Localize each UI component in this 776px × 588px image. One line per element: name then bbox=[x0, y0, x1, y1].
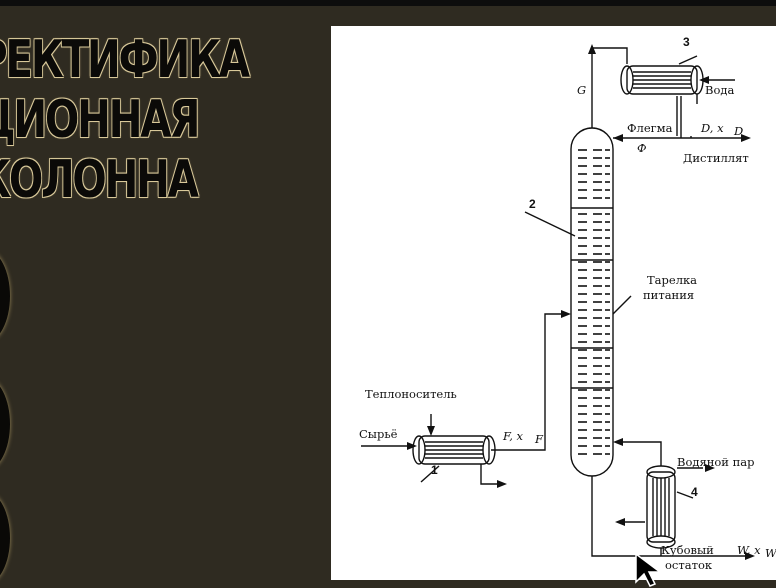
arrow-reflux-icon bbox=[613, 134, 623, 142]
flow-arrows bbox=[407, 76, 755, 560]
label-teplonositel: Теплоноситель bbox=[365, 387, 457, 401]
title-line-3: КОЛОННА bbox=[0, 150, 199, 210]
label-feed: F, x bbox=[502, 429, 523, 443]
label-syrye: Сырьё bbox=[359, 427, 398, 441]
number-column: 2 bbox=[529, 197, 536, 211]
distillation-diagram: Теплоноситель Сырьё F, x F G Вода Флегма… bbox=[359, 35, 776, 572]
label-bottoms-flow: W, x bbox=[737, 543, 761, 557]
arrow-steam-in-icon bbox=[705, 464, 715, 472]
label-kubovy: Кубовый bbox=[661, 543, 714, 557]
label-feed-sub: F bbox=[534, 432, 544, 446]
top-bar bbox=[0, 0, 776, 6]
label-g: G bbox=[577, 83, 586, 97]
diagram-panel: Теплоноситель Сырьё F, x F G Вода Флегма… bbox=[331, 26, 776, 580]
arrow-heat-in-icon bbox=[427, 426, 435, 436]
arrow-water-in-icon bbox=[699, 76, 709, 84]
arrow-feed-icon bbox=[561, 310, 571, 318]
number-condenser: 3 bbox=[683, 35, 690, 49]
bullet-icon bbox=[0, 492, 10, 584]
arrow-raw-icon bbox=[407, 442, 417, 450]
arrow-bottoms-icon bbox=[745, 552, 755, 560]
label-pitaniya: питания bbox=[643, 288, 694, 302]
number-reboiler: 4 bbox=[691, 485, 698, 499]
label-flegma: Флегма bbox=[627, 121, 673, 135]
label-tarelka: Тарелка bbox=[647, 273, 697, 287]
label-bottoms-sub: W bbox=[765, 546, 776, 560]
vapor-arrow-icon bbox=[588, 44, 596, 54]
slide-title: РЕКТИФИКА ЦИОННАЯ КОЛОННА bbox=[0, 30, 250, 210]
arrow-condensate-icon bbox=[615, 518, 625, 526]
condenser-shell bbox=[626, 65, 698, 95]
label-vodyanoy-par: Водяной пар bbox=[677, 455, 755, 469]
label-distillate-sub: D bbox=[733, 124, 743, 138]
label-ostatok: остаток bbox=[665, 558, 713, 572]
label-phi: Ф bbox=[637, 141, 647, 155]
arrow-heat-out-icon bbox=[497, 480, 507, 488]
arrow-distillate-icon bbox=[741, 134, 751, 142]
label-distillyat: Дистиллят bbox=[683, 151, 749, 165]
column-trays bbox=[571, 149, 613, 455]
mouse-cursor-icon bbox=[635, 552, 663, 587]
bullet-icon bbox=[0, 378, 10, 470]
arrow-vapor-return-icon bbox=[613, 438, 623, 446]
title-line-1: РЕКТИФИКА bbox=[0, 30, 250, 90]
label-voda: Вода bbox=[705, 83, 734, 97]
vapor-line bbox=[591, 47, 628, 128]
title-line-2: ЦИОННАЯ bbox=[0, 90, 201, 150]
label-distillate-flow: D, x bbox=[700, 121, 724, 135]
bullet-icon bbox=[0, 250, 10, 342]
number-heater: 1 bbox=[431, 463, 438, 477]
